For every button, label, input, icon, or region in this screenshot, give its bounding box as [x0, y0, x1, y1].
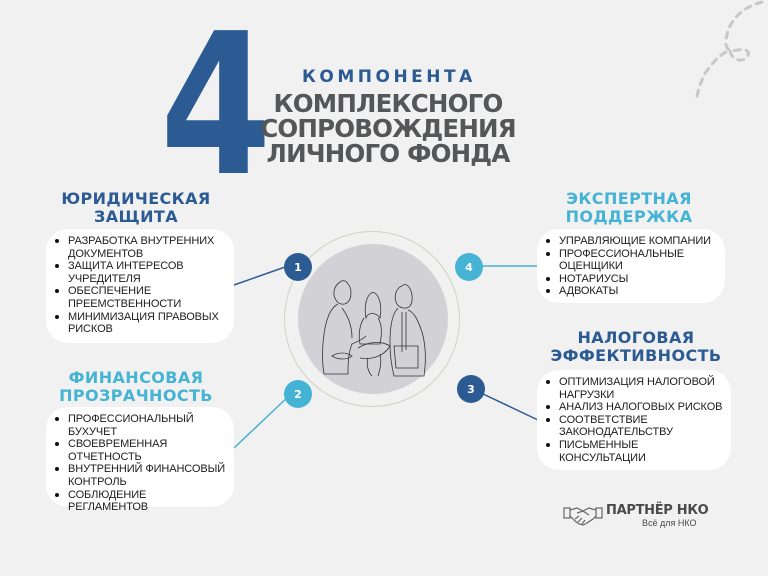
logo-name: ПАРТНЁР НКО [606, 503, 709, 518]
list-item: АНАЛИЗ НАЛОГОВЫХ РИСКОВ [546, 401, 723, 414]
section-badge-4: 4 [455, 253, 483, 281]
list-item: РАЗРАБОТКА ВНУТРЕННИХ ДОКУМЕНТОВ [55, 235, 226, 260]
handshake-icon [563, 507, 603, 526]
section-title-legal: ЮРИДИЧЕСКАЯ ЗАЩИТА [50, 190, 222, 226]
logo-tagline: Всё для НКО [641, 518, 697, 528]
big-number-four: 4 [160, 0, 272, 220]
section-badge-3: 3 [457, 375, 485, 403]
list-item: ПРОФЕССИОНАЛЬНЫЕ ОЦЕНЩИКИ [546, 248, 717, 273]
title-line: СОПРОВОЖДЕНИЯ [260, 114, 516, 143]
list-item: СВОЕВРЕМЕННАЯ ОТЧЕТНОСТЬ [55, 438, 226, 463]
list-item: ОБЕСПЕЧЕНИЕ ПРЕЕМСТВЕННОСТИ [55, 285, 226, 310]
section-title-line: ЭКСПЕРТНАЯ [566, 189, 692, 208]
outer-ring [284, 231, 460, 407]
section-title-line: ПОДДЕРЖКА [565, 207, 693, 226]
title-line: КОМПЛЕКСНОГО [273, 89, 504, 118]
section-title-expert: ЭКСПЕРТНАЯ ПОДДЕРЖКА [538, 190, 720, 226]
list-item: СОБЛЮДЕНИЕ РЕГЛАМЕНТОВ [55, 489, 226, 514]
section-title-line: ЭФФЕКТИВНОСТЬ [550, 346, 722, 365]
list-item: ПРОФЕССИОНАЛЬНЫЙ БУХУЧЕТ [55, 413, 226, 438]
section-title-line: ПРОЗРАЧНОСТЬ [59, 386, 213, 405]
list-item: ОПТИМИЗАЦИЯ НАЛОГОВОЙ НАГРУЗКИ [546, 376, 723, 401]
brand-logo: ПАРТНЁР НКО Всё для НКО [563, 503, 709, 529]
list-item: СООТВЕТСТВИЕ ЗАКОНОДАТЕЛЬСТВУ [546, 414, 723, 439]
list-item: ЗАЩИТА ИНТЕРЕСОВ УЧРЕДИТЕЛЯ [55, 260, 226, 285]
section-title-financial: ФИНАНСОВАЯ ПРОЗРАЧНОСТЬ [50, 369, 222, 405]
section-title-tax: НАЛОГОВАЯ ЭФФЕКТИВНОСТЬ [540, 329, 732, 365]
section-badge-2: 2 [284, 380, 312, 408]
list-item: УПРАВЛЯЮЩИЕ КОМПАНИИ [546, 235, 717, 248]
section-card-legal: РАЗРАБОТКА ВНУТРЕННИХ ДОКУМЕНТОВ ЗАЩИТА … [46, 229, 234, 343]
section-card-financial: ПРОФЕССИОНАЛЬНЫЙ БУХУЧЕТ СВОЕВРЕМЕННАЯ О… [46, 407, 234, 513]
decorative-dashed-line [694, 0, 764, 100]
list-item: НОТАРИУСЫ [546, 273, 717, 286]
section-title-line: НАЛОГОВАЯ [577, 328, 695, 347]
title-line: ЛИЧНОГО ФОНДА [266, 139, 511, 168]
list-item: ПИСЬМЕННЫЕ КОНСУЛЬТАЦИИ [546, 439, 723, 464]
title-subtitle: КОМПОНЕНТА [302, 67, 476, 87]
list-item: МИНИМИЗАЦИЯ ПРАВОВЫХ РИСКОВ [55, 311, 226, 336]
section-title-line: ЮРИДИЧЕСКАЯ [61, 189, 211, 208]
list-item: ВНУТРЕННИЙ ФИНАНСОВЫЙ КОНТРОЛЬ [55, 463, 226, 488]
section-card-expert: УПРАВЛЯЮЩИЕ КОМПАНИИ ПРОФЕССИОНАЛЬНЫЕ ОЦ… [537, 229, 725, 303]
section-title-line: ФИНАНСОВАЯ [68, 368, 204, 387]
section-card-tax: ОПТИМИЗАЦИЯ НАЛОГОВОЙ НАГРУЗКИ АНАЛИЗ НА… [537, 370, 731, 470]
list-item: АДВОКАТЫ [546, 285, 717, 298]
page-title: КОМПЛЕКСНОГО СОПРОВОЖДЕНИЯ ЛИЧНОГО ФОНДА [248, 91, 528, 166]
business-meeting-line-art-icon [322, 280, 426, 377]
section-title-line: ЗАЩИТА [93, 207, 179, 226]
section-badge-1: 1 [284, 253, 312, 281]
